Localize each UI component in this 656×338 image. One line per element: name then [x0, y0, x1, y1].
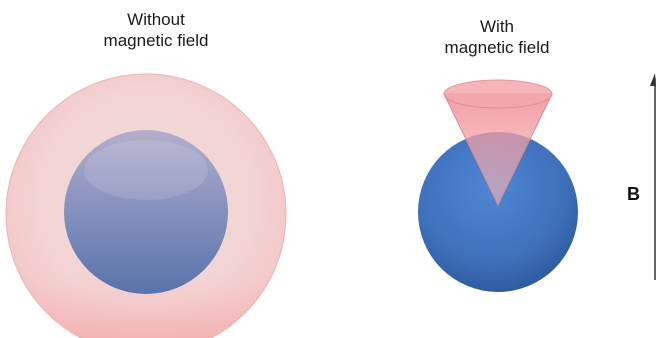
caption-with-field: With magnetic field: [422, 16, 572, 58]
inner-sphere: [64, 130, 228, 294]
caption-without-line2: magnetic field: [103, 31, 209, 50]
inner-sphere-highlight: [84, 140, 208, 200]
caption-with-line1: With: [480, 17, 514, 36]
without-field-group: [5, 73, 287, 338]
caption-without-line1: Without: [127, 10, 185, 29]
caption-without-field: Without magnetic field: [88, 9, 224, 51]
with-field-group: [418, 79, 578, 292]
blue-sphere: [418, 132, 578, 292]
field-arrow: [650, 73, 656, 280]
cone-top-ellipse: [443, 79, 553, 109]
field-arrow-head: [650, 73, 656, 86]
caption-with-line2: magnetic field: [444, 38, 550, 57]
magnetic-field-label: B: [627, 184, 640, 204]
